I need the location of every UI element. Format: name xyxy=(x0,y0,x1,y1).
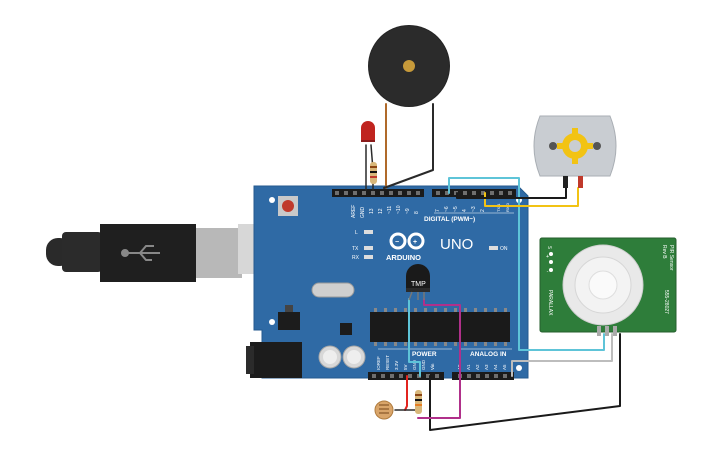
pin-label-5v: 5V xyxy=(403,364,408,370)
pin-label-13: 13 xyxy=(369,208,375,214)
buzzer-lead-negative[interactable] xyxy=(383,103,434,189)
wire-grey-pir-power[interactable] xyxy=(511,333,613,377)
pin-label-7: 7 xyxy=(435,209,441,212)
digital-header-left[interactable] xyxy=(332,189,424,197)
arduino-logo xyxy=(389,232,425,250)
arduino-model: UNO xyxy=(440,236,473,253)
wire-black-pir-ground[interactable] xyxy=(429,333,621,431)
resistor-icon[interactable] xyxy=(415,390,422,414)
tmp-sensor[interactable]: TMP xyxy=(406,264,430,301)
crystal-oscillator xyxy=(311,282,355,298)
svg-text:−: − xyxy=(395,239,399,246)
usb-plug-metal xyxy=(196,228,242,278)
led-tx-label: TX xyxy=(352,246,359,252)
mount-hole xyxy=(516,365,522,371)
pir-pin-plus: + xyxy=(546,254,549,260)
pin-label-12: 12 xyxy=(378,208,384,214)
pir-pin-s: S xyxy=(546,246,552,249)
led-rx xyxy=(364,255,373,259)
led-l-label: L xyxy=(355,230,358,236)
pin-label-a4: A4 xyxy=(493,364,498,370)
pir-rev: Rev B xyxy=(661,245,667,259)
pin-label-gnd: GND xyxy=(360,207,366,219)
pin-label-a3: A3 xyxy=(484,364,489,370)
wire-red-5v[interactable] xyxy=(404,375,408,411)
pin-label-a5: A5 xyxy=(502,364,507,370)
svg-text:+: + xyxy=(413,239,417,246)
pir-title: PIR Sensor xyxy=(668,245,674,271)
wire-yellow-motor[interactable] xyxy=(484,187,579,207)
pin-label-4: 4 xyxy=(462,209,468,212)
gear-icon xyxy=(557,128,593,164)
pir-part-number: 555-28027 xyxy=(663,290,669,314)
mount-hole xyxy=(269,197,275,203)
pir-brand: PARALLAX xyxy=(547,290,553,316)
led-on xyxy=(489,246,498,250)
small-ic xyxy=(340,323,352,335)
tmp-label: TMP xyxy=(411,281,426,288)
pin-label-9: ~9 xyxy=(405,208,411,214)
usb-icon xyxy=(121,245,160,261)
pin-label-3: ~3 xyxy=(471,206,477,212)
pin-label-a2: A2 xyxy=(475,364,480,370)
pin-label-gnd2: GND xyxy=(421,359,426,370)
wire-black-motor[interactable] xyxy=(456,187,567,199)
atmega-chip xyxy=(370,312,510,342)
analog-in-label: ANALOG IN xyxy=(470,351,507,358)
pir-sensor[interactable]: S + - PARALLAX PIR Sensor Rev B 555-2802… xyxy=(539,237,677,336)
arduino-brand: ARDUINO xyxy=(386,253,421,262)
pin-label-11: ~11 xyxy=(387,206,393,214)
pin-label-5: ~5 xyxy=(453,206,459,212)
mount-hole xyxy=(269,319,275,325)
led-tx xyxy=(364,246,373,250)
resistor-icon[interactable] xyxy=(370,162,377,184)
motor-icon[interactable] xyxy=(533,115,617,188)
pin-label-vin: Vin xyxy=(430,363,435,370)
power-label: POWER xyxy=(412,351,437,358)
pir-pin-minus: - xyxy=(546,269,549,275)
voltage-regulator xyxy=(278,312,300,330)
wire-cyan-tmp[interactable] xyxy=(408,298,421,377)
digital-pwm-label: DIGITAL (PWM~) xyxy=(424,216,475,223)
pin-label-3v3: 3.3V xyxy=(394,361,399,370)
pin-label-8: 8 xyxy=(414,211,420,214)
wire-cyan-pir-signal[interactable] xyxy=(448,177,605,351)
pin-label-ioref: IOREF xyxy=(376,356,381,370)
buzzer-icon[interactable] xyxy=(368,25,450,107)
led-on-label: ON xyxy=(500,246,508,252)
pin-label-6: ~6 xyxy=(444,206,450,212)
motor-terminal-black[interactable] xyxy=(563,176,568,188)
analog-header[interactable] xyxy=(452,372,514,380)
pin-label-reset: RESET xyxy=(385,355,390,370)
led-rx-label: RX xyxy=(352,255,360,261)
pin-label-aref: AREF xyxy=(351,205,357,218)
digital-header-pins xyxy=(335,191,512,195)
led-icon[interactable] xyxy=(361,121,375,142)
led-l xyxy=(364,230,373,234)
reset-button-cap[interactable] xyxy=(282,200,294,212)
wire-purple-tmp[interactable] xyxy=(417,298,461,419)
photoresistor-icon[interactable] xyxy=(374,400,394,420)
pin-label-10: ~10 xyxy=(396,205,402,214)
pin-label-a1: A1 xyxy=(466,364,471,370)
motor-terminal-red[interactable] xyxy=(578,176,583,188)
dc-power-jack[interactable] xyxy=(246,342,302,378)
pin-label-tx: TX 1 xyxy=(496,203,501,212)
pin-label-rx: RX 0 xyxy=(505,202,510,212)
pin-label-gnd1: GND xyxy=(412,359,417,370)
pin-label-2: 2 xyxy=(480,209,486,212)
